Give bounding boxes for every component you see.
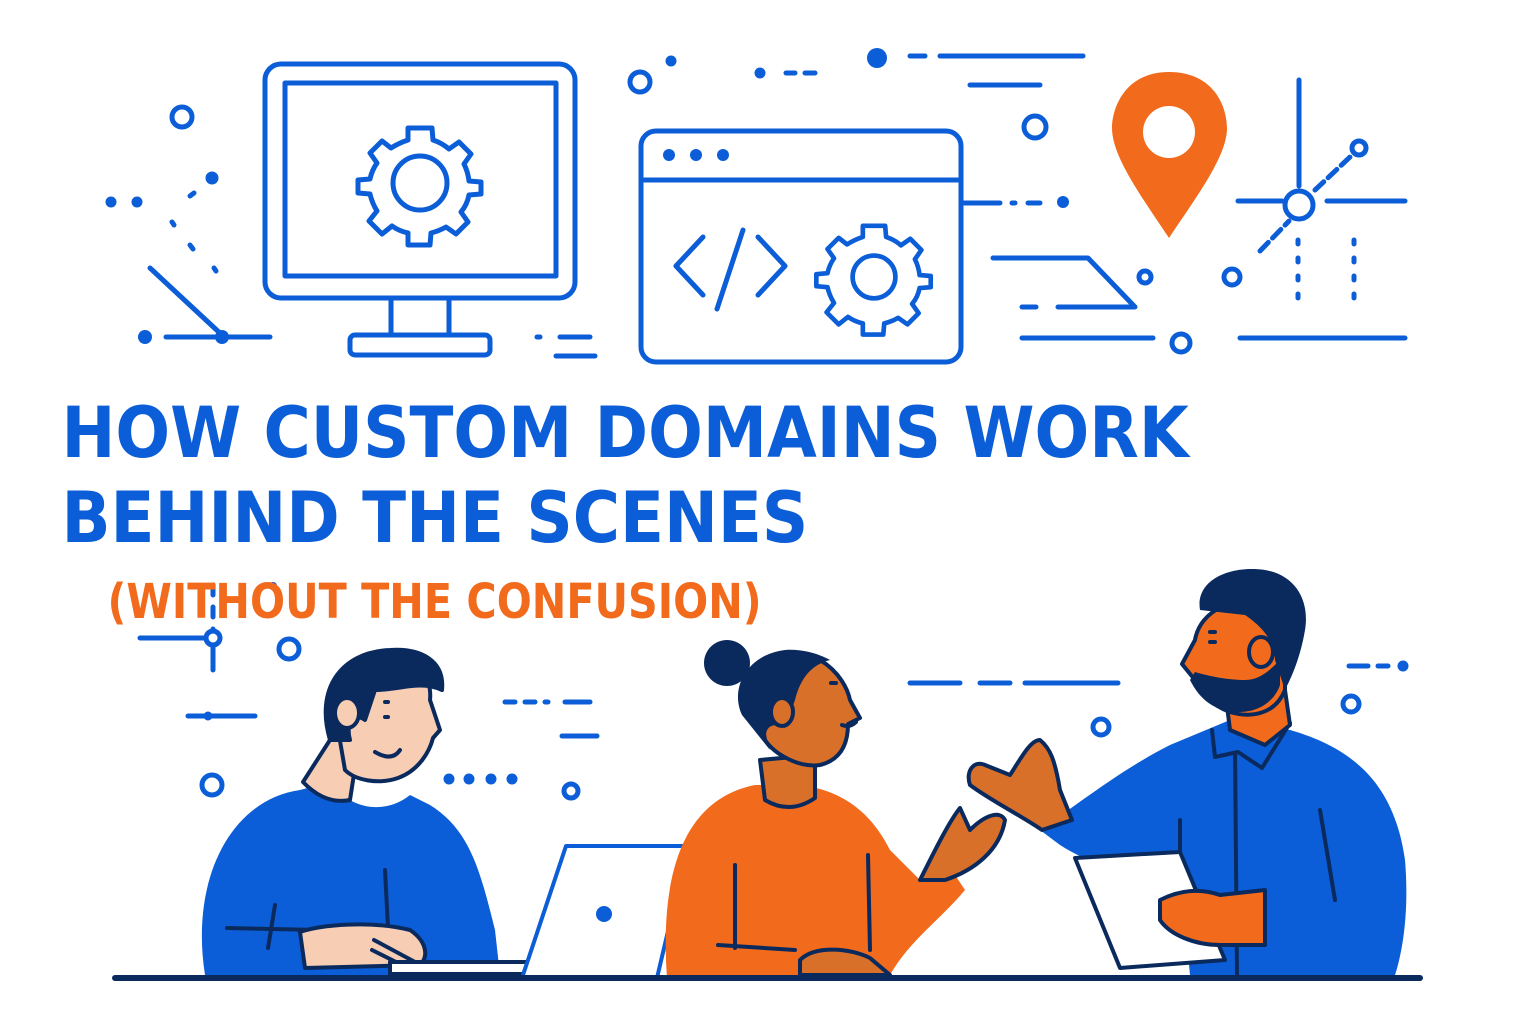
woman-gesturing	[665, 640, 1007, 978]
headline-line-1: HOW CUSTOM DOMAINS WORK	[61, 392, 1189, 474]
decor-top-middle	[627, 48, 1086, 141]
decor-lower-right	[907, 660, 1409, 738]
gear-icon	[355, 125, 484, 248]
headline-line-2: BEHIND THE SCENES	[61, 477, 809, 559]
bearded-man-with-tablet	[966, 569, 1407, 977]
location-pin-icon	[1112, 72, 1227, 238]
headline-subtitle: (WITHOUT THE CONFUSION)	[107, 574, 762, 630]
man-with-laptop	[201, 647, 690, 980]
monitor-gear-icon	[262, 61, 578, 358]
browser-code-gear-icon	[638, 128, 1069, 365]
decor-lower-left	[137, 582, 600, 801]
network-node-icon	[1235, 77, 1408, 341]
gear-icon	[814, 223, 934, 337]
decor-right-lines	[990, 255, 1243, 355]
decor-left-network	[105, 104, 598, 359]
code-brackets-icon	[673, 227, 788, 312]
